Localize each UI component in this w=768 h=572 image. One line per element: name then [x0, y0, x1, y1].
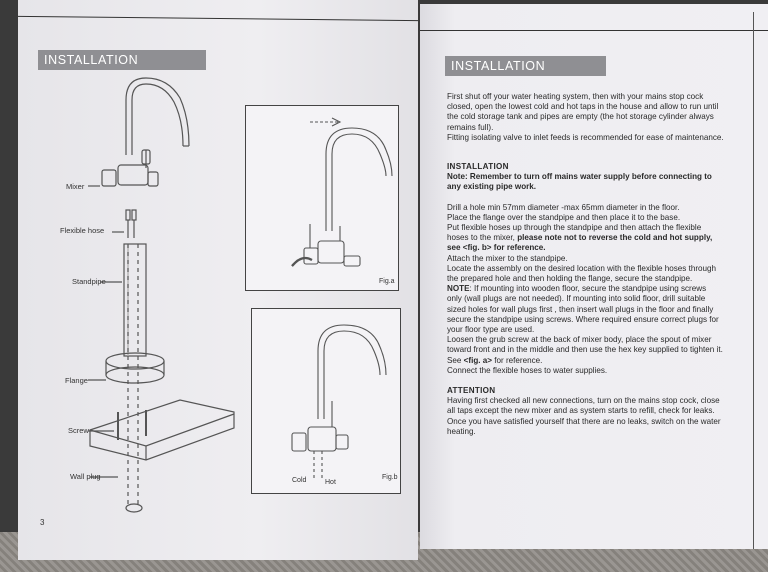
note-word: NOTE — [447, 284, 470, 294]
cold-label: Cold — [292, 477, 307, 484]
step-line: sized holes for wall plugs first , then … — [447, 304, 714, 314]
intro-line: Fitting isolating valve to inlet feeds i… — [447, 132, 724, 142]
step-line: see <fig. b> for reference. — [447, 243, 546, 253]
step-line: Put flexible hoses up through the standp… — [447, 223, 702, 233]
intro-line: remains full). — [447, 122, 494, 132]
figure-b-label: Fig.b — [382, 474, 398, 481]
instruction-text: First shut off your water heating system… — [447, 92, 759, 437]
attention-line: all taps except the new mixer and as sys… — [447, 406, 715, 416]
label-mixer: Mixer — [66, 182, 85, 191]
step-text: hoses to the mixer, — [447, 233, 518, 243]
installation-note: Note: Remember to turn off mains water s… — [447, 172, 712, 182]
installation-note: any existing pipe work. — [447, 182, 537, 192]
left-page-banner: INSTALLATION — [38, 50, 206, 70]
step-text: : If mounting into wooden floor, secure … — [469, 284, 707, 294]
installation-heading: INSTALLATION — [447, 162, 509, 172]
step-line: Place the flange over the standpipe and … — [447, 212, 681, 222]
mixer-body — [117, 164, 149, 186]
step-line: Loosen the grub screw at the back of mix… — [447, 335, 712, 345]
attention-line: Having first checked all new connections… — [447, 396, 720, 406]
step-text: See — [447, 355, 464, 365]
attention-heading: ATTENTION — [447, 386, 496, 396]
intro-line: the cold storage tank and pipes are empt… — [447, 112, 714, 122]
label-wall-plug: Wall plug — [70, 472, 101, 481]
figure-a-label: Fig.a — [379, 278, 395, 285]
left-page: INSTALLATION — [18, 0, 418, 560]
attention-line: Once you have satisfied yourself that th… — [447, 416, 721, 426]
step-line: Drill a hole min 57mm diameter -max 65mm… — [447, 202, 680, 212]
label-flexible-hose: Flexible hose — [60, 226, 105, 235]
floor-block — [89, 399, 235, 461]
intro-line: closed, open the lowest cold and hot tap… — [447, 102, 719, 112]
step-line: hoses to the mixer, please note not to r… — [447, 233, 759, 243]
mixer-spout — [131, 83, 184, 155]
label-flange: Flange — [65, 376, 88, 385]
figure-a-drawing — [291, 117, 393, 267]
attention-line: heating. — [447, 426, 476, 436]
hot-label: Hot — [325, 479, 336, 486]
step-line: the prepared hole and then holding the f… — [447, 274, 693, 284]
standpipe-shape — [123, 243, 147, 357]
step-line: your floor type are used. — [447, 325, 535, 335]
right-page-banner: INSTALLATION — [445, 56, 606, 76]
step-text: for reference. — [492, 355, 543, 365]
step-line: See <fig. a> for reference. — [447, 356, 759, 366]
step-line: Locate the assembly on the desired locat… — [447, 263, 717, 273]
step-line: NOTE: If mounting into wooden floor, sec… — [447, 284, 759, 294]
step-line: Connect the flexible hoses to water supp… — [447, 365, 608, 375]
figure-b: Cold Hot — [251, 308, 401, 494]
step-line: toward front and in the middle and then … — [447, 345, 723, 355]
fig-reference: <fig. a> — [463, 355, 492, 365]
page-edge-line — [753, 12, 754, 549]
top-rule-right — [420, 30, 768, 31]
exploded-mixer-diagram — [88, 77, 235, 513]
right-page: INSTALLATION First shut off your water h… — [420, 4, 768, 549]
step-line: only (wall plugs are not needed). If mou… — [447, 294, 706, 304]
step-line: secure the standpipe using screws. Where… — [447, 314, 719, 324]
intro-line: First shut off your water heating system… — [447, 92, 704, 101]
label-standpipe: Standpipe — [72, 277, 106, 286]
label-screw: Screw — [68, 426, 89, 435]
page-number: 3 — [40, 518, 45, 527]
step-warning: please note not to reverse the cold and … — [517, 233, 713, 243]
figure-b-drawing — [291, 324, 387, 481]
figure-a — [245, 105, 399, 291]
step-line: Attach the mixer to the standpipe. — [447, 253, 568, 263]
